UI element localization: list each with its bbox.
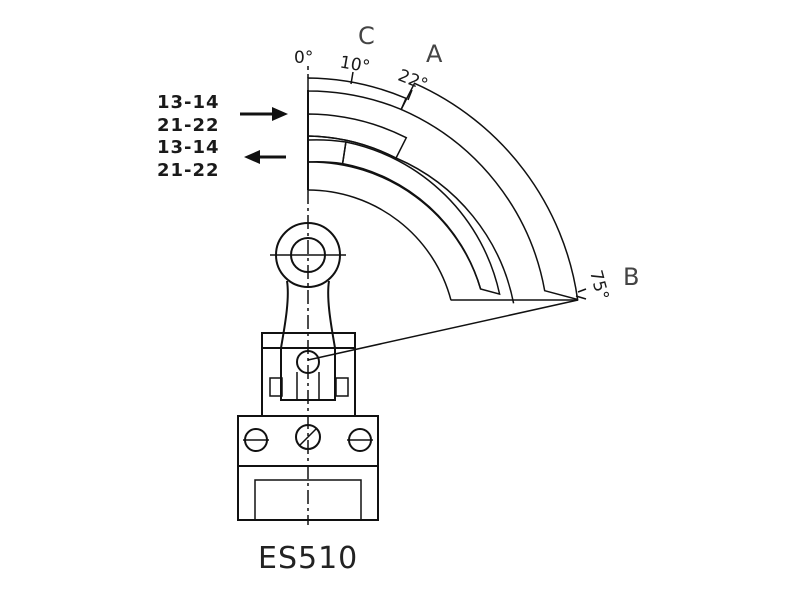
model-label: ES510 (258, 541, 358, 576)
lever-radius-line (307, 299, 579, 361)
angle-label-0: 0° (294, 48, 313, 68)
switch-body (237, 415, 379, 521)
band-outer-open-segment (307, 77, 407, 111)
band-return-hatched-segment (307, 139, 347, 165)
travel-diagram (307, 77, 579, 304)
contact-label-return-first: 13-14 (157, 137, 220, 158)
roller-icon (270, 222, 346, 288)
contact-label-push-first: 13-14 (157, 92, 220, 113)
angle-ticks (307, 66, 587, 300)
zone-label-b: B (623, 263, 639, 291)
contact-label-return-second: 21-22 (157, 160, 220, 181)
arrow-right-icon (240, 107, 288, 121)
switch-head (261, 332, 356, 417)
band-mid-hatched-segment (341, 141, 501, 296)
band-outer-hatched-segment (400, 82, 579, 301)
angle-label-75: 75° (585, 268, 612, 302)
angle-label-22: 22° (395, 66, 430, 96)
band-inner-line (307, 135, 515, 304)
zone-label-c: C (358, 22, 375, 50)
arrow-left-icon (244, 150, 286, 164)
band-inner-clear (307, 161, 482, 290)
angle-label-10: 10° (338, 53, 371, 78)
lever-arm (280, 280, 336, 401)
zone-label-a: A (426, 40, 443, 68)
contact-label-push-second: 21-22 (157, 115, 220, 136)
band-innermost-arc (307, 189, 452, 301)
